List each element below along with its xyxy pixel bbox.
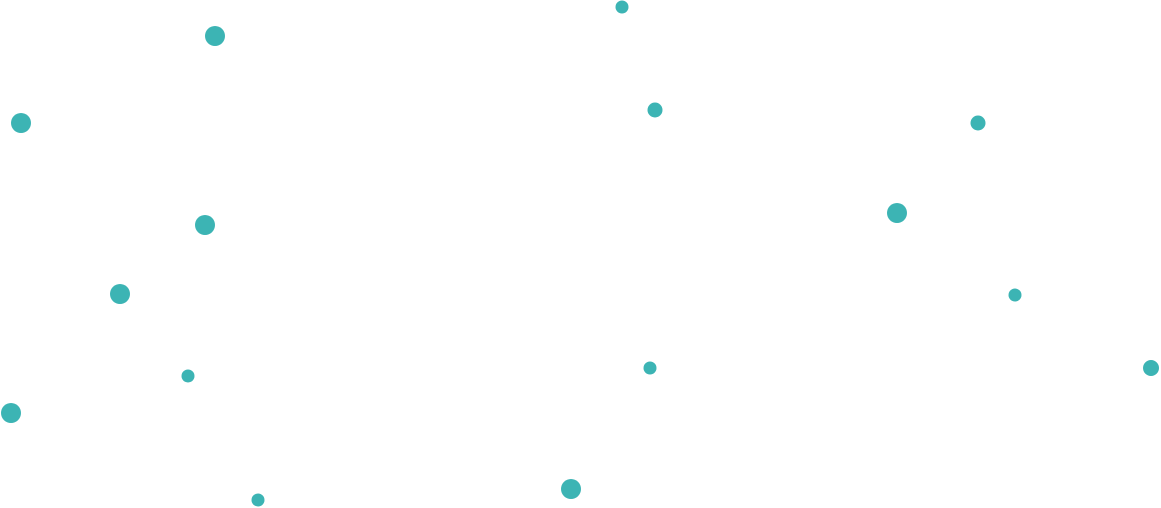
- dot: [195, 215, 215, 235]
- dot: [11, 113, 31, 133]
- dot: [251, 493, 265, 507]
- dot: [561, 479, 581, 499]
- dot: [647, 102, 663, 118]
- dot: [887, 203, 907, 223]
- dot: [615, 0, 629, 14]
- dot: [970, 115, 986, 131]
- dot: [1008, 288, 1022, 302]
- dot: [1143, 360, 1159, 376]
- dot: [181, 369, 195, 383]
- dot: [205, 26, 225, 46]
- dot: [110, 284, 130, 304]
- dot: [643, 361, 657, 375]
- dot: [1, 403, 21, 423]
